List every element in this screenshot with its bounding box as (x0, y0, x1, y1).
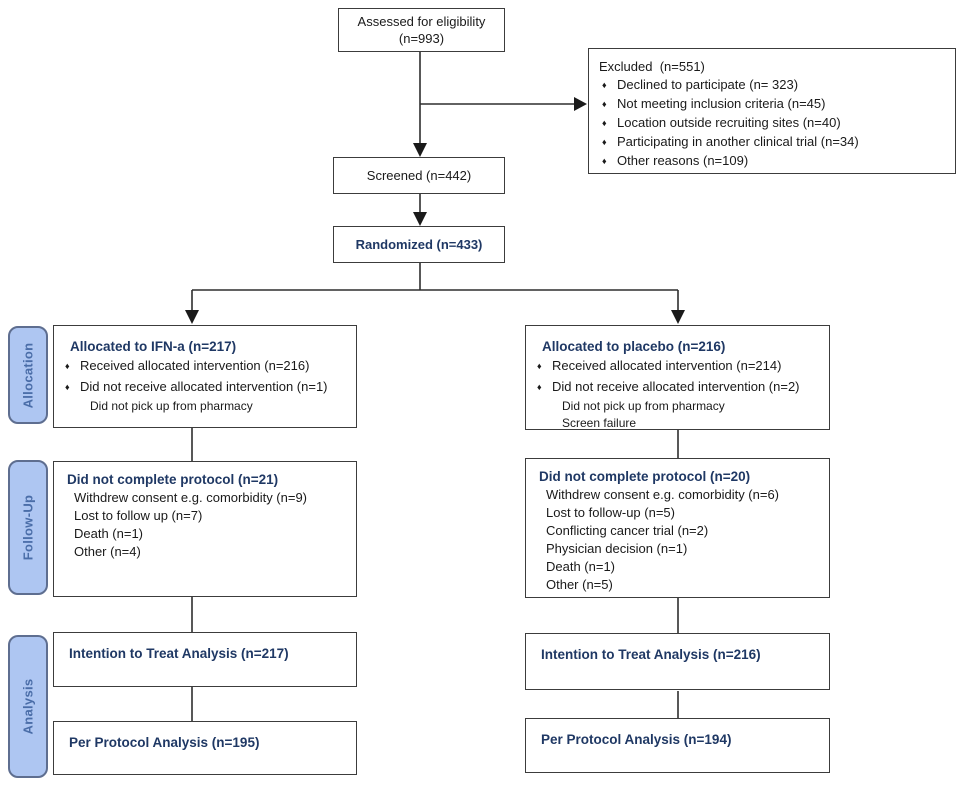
bullet-diamond-icon: ♦ (602, 137, 607, 147)
stage-tab-follow-up: Follow-Up (8, 460, 48, 595)
list-item-text: Death (n=1) (74, 526, 144, 541)
stage-tab-allocation: Allocation (8, 326, 48, 424)
bullet-diamond-icon: ♦ (602, 80, 607, 90)
per-protocol-ifn-box: Per Protocol Analysis (n=195) (53, 721, 357, 775)
list-item-text: Death (n=1) (546, 559, 616, 574)
per-protocol-placebo-label: Per Protocol Analysis (n=194) (541, 732, 732, 747)
arrowhead-to-randomized (413, 212, 427, 226)
list-item-text: Physician decision (n=1) (546, 541, 688, 556)
list-item-text: Withdrew consent e.g. comorbidity (n=9) (74, 490, 308, 505)
allocated-ifn-box: Allocated to IFN-a (n=217) ♦ Received al… (53, 325, 357, 428)
list-item-text: Other reasons (n=109) (617, 153, 749, 168)
assessed-eligibility-box: Assessed for eligibility (n=993) (338, 8, 505, 52)
list-item-text: Conflicting cancer trial (n=2) (546, 523, 709, 538)
list-item-text: Withdrew consent e.g. comorbidity (n=6) (546, 487, 780, 502)
list-item: ♦ Declined to participate (n= 323) (599, 76, 945, 95)
arrowhead-to-screened (413, 143, 427, 157)
per-protocol-ifn-label: Per Protocol Analysis (n=195) (69, 735, 260, 750)
list-item: ♦ Other reasons (n=109) (599, 152, 945, 171)
bullet-diamond-icon: ♦ (65, 361, 70, 371)
did-not-complete-placebo-title: Did not complete protocol (n=20) (539, 469, 751, 484)
screened-box: Screened (n=442) (333, 157, 505, 194)
list-item: ♦ Received allocated intervention (n=214… (526, 356, 829, 377)
allocated-ifn-title: Allocated to IFN-a (n=217) (70, 339, 237, 354)
list-subitem-text: Did not pick up from pharmacy (90, 399, 253, 413)
list-item-text: Did not receive allocated intervention (… (552, 379, 800, 394)
itt-analysis-placebo-box: Intention to Treat Analysis (n=216) (525, 633, 830, 690)
list-item-text: Other (n=5) (546, 577, 613, 592)
list-item-text: Did not receive allocated intervention (… (80, 379, 328, 394)
itt-analysis-placebo-label: Intention to Treat Analysis (n=216) (541, 647, 761, 662)
list-item: ♦ Did not receive allocated intervention… (54, 377, 356, 398)
allocated-placebo-box: Allocated to placebo (n=216) ♦ Received … (525, 325, 830, 430)
per-protocol-placebo-box: Per Protocol Analysis (n=194) (525, 718, 830, 773)
did-not-complete-ifn-title: Did not complete protocol (n=21) (67, 472, 279, 487)
list-item-text: Declined to participate (n= 323) (617, 77, 799, 92)
arrowhead-to-alloc-left (185, 310, 199, 324)
list-subitem-text: Screen failure (562, 416, 637, 430)
list-item: ♦ Not meeting inclusion criteria (n=45) (599, 95, 945, 114)
list-item-text: Lost to follow up (n=7) (74, 508, 203, 523)
list-item: ♦ Received allocated intervention (n=216… (54, 356, 356, 377)
bullet-diamond-icon: ♦ (602, 118, 607, 128)
itt-analysis-ifn-box: Intention to Treat Analysis (n=217) (53, 632, 357, 687)
list-item-text: Participating in another clinical trial … (617, 134, 859, 149)
bullet-diamond-icon: ♦ (65, 382, 70, 392)
list-item: ♦ Did not receive allocated intervention… (526, 377, 829, 398)
list-item-text: Received allocated intervention (n=216) (80, 358, 310, 373)
list-subitem-text: Did not pick up from pharmacy (562, 399, 725, 413)
list-item-text: Location outside recruiting sites (n=40) (617, 115, 841, 130)
stage-tab-analysis-label: Analysis (20, 678, 36, 735)
allocated-placebo-title: Allocated to placebo (n=216) (542, 339, 726, 354)
randomized-label: Randomized (n=433) (355, 237, 483, 252)
did-not-complete-ifn-box: Did not complete protocol (n=21) Withdre… (53, 461, 357, 597)
did-not-complete-placebo-box: Did not complete protocol (n=20) Withdre… (525, 458, 830, 598)
stage-tab-follow-up-label: Follow-Up (20, 494, 36, 561)
list-item: ♦ Location outside recruiting sites (n=4… (599, 114, 945, 133)
list-item-text: Not meeting inclusion criteria (n=45) (617, 96, 826, 111)
stage-tab-analysis: Analysis (8, 635, 48, 778)
bullet-diamond-icon: ♦ (602, 99, 607, 109)
itt-analysis-ifn-label: Intention to Treat Analysis (n=217) (69, 646, 289, 661)
assessed-count: (n=993) (398, 31, 445, 46)
screened-label: Screened (n=442) (366, 168, 472, 183)
stage-tab-allocation-label: Allocation (20, 342, 36, 408)
list-item-text: Received allocated intervention (n=214) (552, 358, 782, 373)
randomized-box: Randomized (n=433) (333, 226, 505, 263)
bullet-diamond-icon: ♦ (537, 382, 542, 392)
arrowhead-to-excluded (574, 97, 587, 111)
list-item-text: Other (n=4) (74, 544, 141, 559)
list-item-text: Lost to follow-up (n=5) (546, 505, 675, 520)
bullet-diamond-icon: ♦ (537, 361, 542, 371)
arrowheads (185, 97, 685, 324)
excluded-title: Excluded (n=551) (599, 59, 705, 74)
bullet-diamond-icon: ♦ (602, 156, 607, 166)
assessed-label: Assessed for eligibility (357, 14, 486, 29)
arrowhead-to-alloc-right (671, 310, 685, 324)
excluded-box: Excluded (n=551) ♦ Declined to participa… (588, 48, 956, 174)
list-item: ♦ Participating in another clinical tria… (599, 133, 945, 152)
